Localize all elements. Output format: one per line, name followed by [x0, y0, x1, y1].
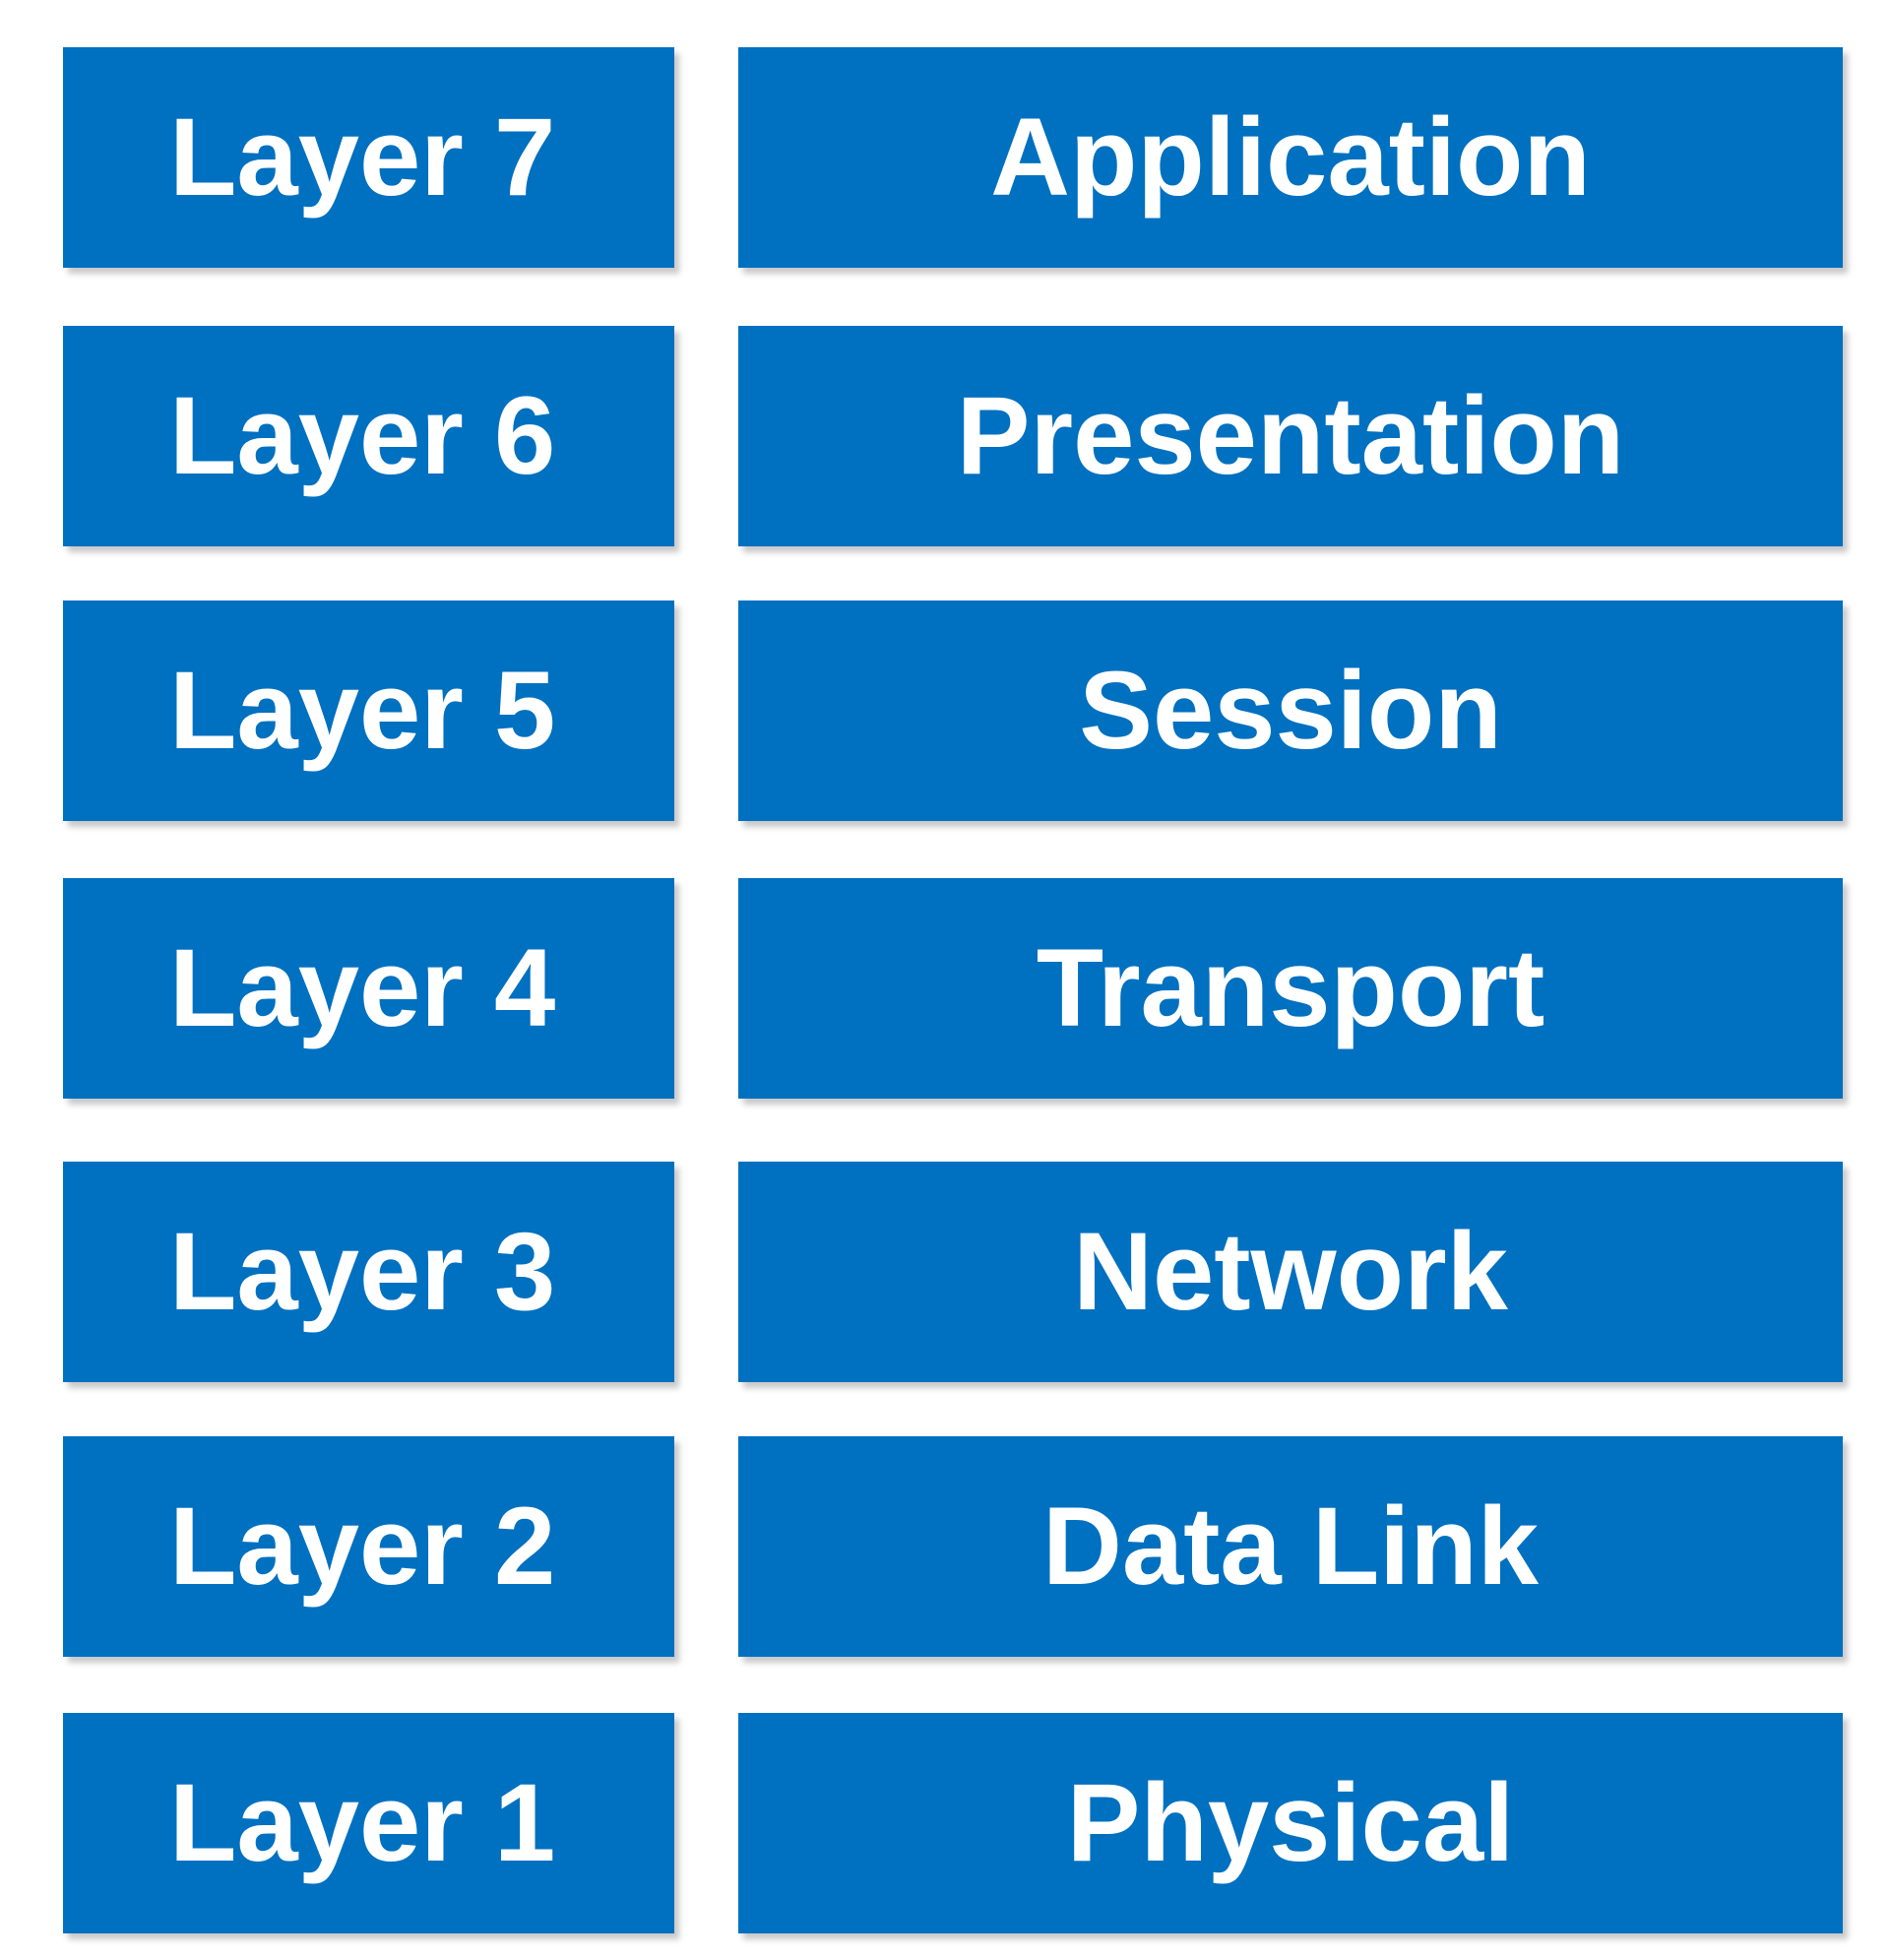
layer-name-box: Application — [738, 47, 1843, 268]
layer-name-box: Network — [738, 1162, 1843, 1382]
layer-number-box: Layer 6 — [63, 326, 674, 546]
layer-number-box: Layer 3 — [63, 1162, 674, 1382]
layer-number-box: Layer 2 — [63, 1436, 674, 1657]
layer-name-box: Transport — [738, 878, 1843, 1099]
layer-number-box: Layer 7 — [63, 47, 674, 268]
layer-row-4: Layer 4 Transport — [0, 878, 1890, 1099]
layer-row-7: Layer 7 Application — [0, 47, 1890, 268]
layer-number-box: Layer 1 — [63, 1713, 674, 1933]
layer-name-box: Data Link — [738, 1436, 1843, 1657]
layer-name-box: Presentation — [738, 326, 1843, 546]
layer-name-box: Session — [738, 601, 1843, 821]
layer-number-box: Layer 5 — [63, 601, 674, 821]
layer-number-box: Layer 4 — [63, 878, 674, 1099]
layer-row-3: Layer 3 Network — [0, 1162, 1890, 1382]
layer-row-1: Layer 1 Physical — [0, 1713, 1890, 1933]
layer-row-2: Layer 2 Data Link — [0, 1436, 1890, 1657]
layer-name-box: Physical — [738, 1713, 1843, 1933]
layer-row-6: Layer 6 Presentation — [0, 326, 1890, 546]
layer-row-5: Layer 5 Session — [0, 601, 1890, 821]
